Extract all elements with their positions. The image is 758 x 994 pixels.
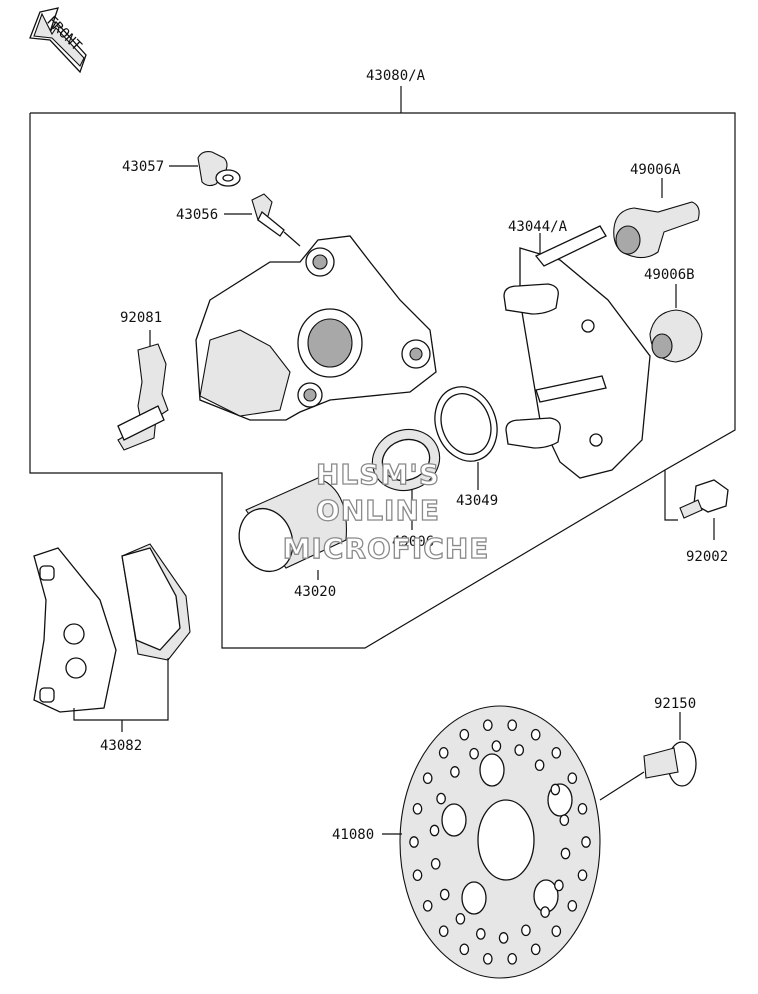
label-43020: 43020: [294, 584, 336, 600]
bleeder-valve-43056: [224, 193, 301, 247]
disc-vent-hole: [567, 899, 578, 912]
front-arrow-badge: FRONT: [29, 7, 87, 74]
disc-vent-hole: [430, 857, 441, 870]
disc-vent-hole: [540, 906, 550, 918]
disc-vent-hole: [560, 847, 571, 860]
disc-vent-hole: [422, 772, 433, 785]
disc-vent-hole: [577, 869, 588, 882]
disc-vent-hole: [450, 766, 460, 778]
disc-vent-hole: [554, 879, 564, 892]
label-43049: 43049: [456, 493, 498, 509]
disc-vent-hole: [412, 869, 423, 882]
disc-vent-hole: [409, 836, 419, 848]
label-43057: 43057: [122, 159, 164, 175]
pin-boot-49006b: [649, 284, 703, 363]
disc-vent-hole: [482, 719, 493, 732]
disc-vent-hole: [507, 952, 518, 965]
piston-seal-43049: [434, 386, 498, 490]
disc-bolt-92150: [599, 712, 697, 801]
disc-vent-hole: [439, 888, 450, 901]
disc-vent-hole: [521, 924, 531, 937]
bleeder-cap-43057: [169, 151, 241, 187]
disc-vent-hole: [438, 925, 449, 938]
label-43044-a: 43044/A: [508, 219, 568, 235]
disc-vent-hole: [534, 759, 545, 772]
watermark: HLSM'S ONLINE MICROFICHE: [282, 457, 490, 565]
label-43080-a: 43080/A: [366, 68, 426, 84]
disc-vent-hole: [559, 814, 570, 827]
label-43056: 43056: [176, 207, 218, 223]
disc-vent-hole: [482, 952, 493, 965]
label-49006b: 49006B: [644, 267, 695, 283]
disc-vent-hole: [530, 943, 541, 956]
disc-vent-hole: [469, 747, 479, 760]
disc-vent-hole: [412, 802, 423, 815]
pad-spring-92081: [117, 330, 169, 451]
label-92150: 92150: [654, 696, 696, 712]
label-92081: 92081: [120, 310, 162, 326]
pin-boot-49006a: [613, 178, 700, 259]
disc-vent-hole: [567, 772, 578, 785]
disc-vent-hole: [475, 928, 486, 940]
disc-vent-hole: [551, 746, 562, 759]
watermark-line-1: HLSM'S: [316, 458, 440, 491]
disc-vent-hole: [459, 728, 470, 741]
disc-vent-hole: [551, 925, 562, 938]
disc-vent-hole: [455, 912, 466, 925]
disc-vent-hole: [429, 824, 440, 837]
brake-pads-43082: [33, 543, 191, 732]
disc-vent-hole: [498, 932, 509, 944]
disc-vent-hole: [550, 783, 561, 796]
caliper-assembly-outline: [29, 86, 736, 649]
disc-vent-hole: [514, 744, 525, 756]
brake-disc-41080: [382, 705, 601, 979]
disc-vent-hole: [436, 792, 446, 805]
label-41080: 41080: [332, 827, 374, 843]
dust-seal-49006: [371, 428, 441, 530]
watermark-line-2: ONLINE: [316, 494, 440, 527]
label-92002: 92002: [686, 549, 728, 565]
disc-vent-holes: [409, 719, 591, 965]
watermark-line-3: MICROFICHE: [283, 532, 490, 565]
disc-vent-hole: [507, 719, 518, 732]
disc-vent-hole: [459, 943, 470, 956]
disc-vent-hole: [491, 740, 502, 752]
label-43082: 43082: [100, 738, 142, 754]
disc-vent-hole: [581, 836, 591, 848]
caliper-bracket-43044a: [503, 225, 651, 479]
disc-vent-hole: [577, 802, 588, 815]
disc-vent-hole: [422, 899, 433, 912]
piston-43020: [238, 477, 347, 580]
label-49006a: 49006A: [630, 162, 681, 178]
caliper-body: [195, 235, 437, 421]
disc-vent-hole: [438, 746, 449, 759]
label-49006: 49006: [392, 534, 434, 550]
bracket-bolt-92002: [679, 479, 729, 540]
disc-vent-hole: [530, 728, 541, 741]
